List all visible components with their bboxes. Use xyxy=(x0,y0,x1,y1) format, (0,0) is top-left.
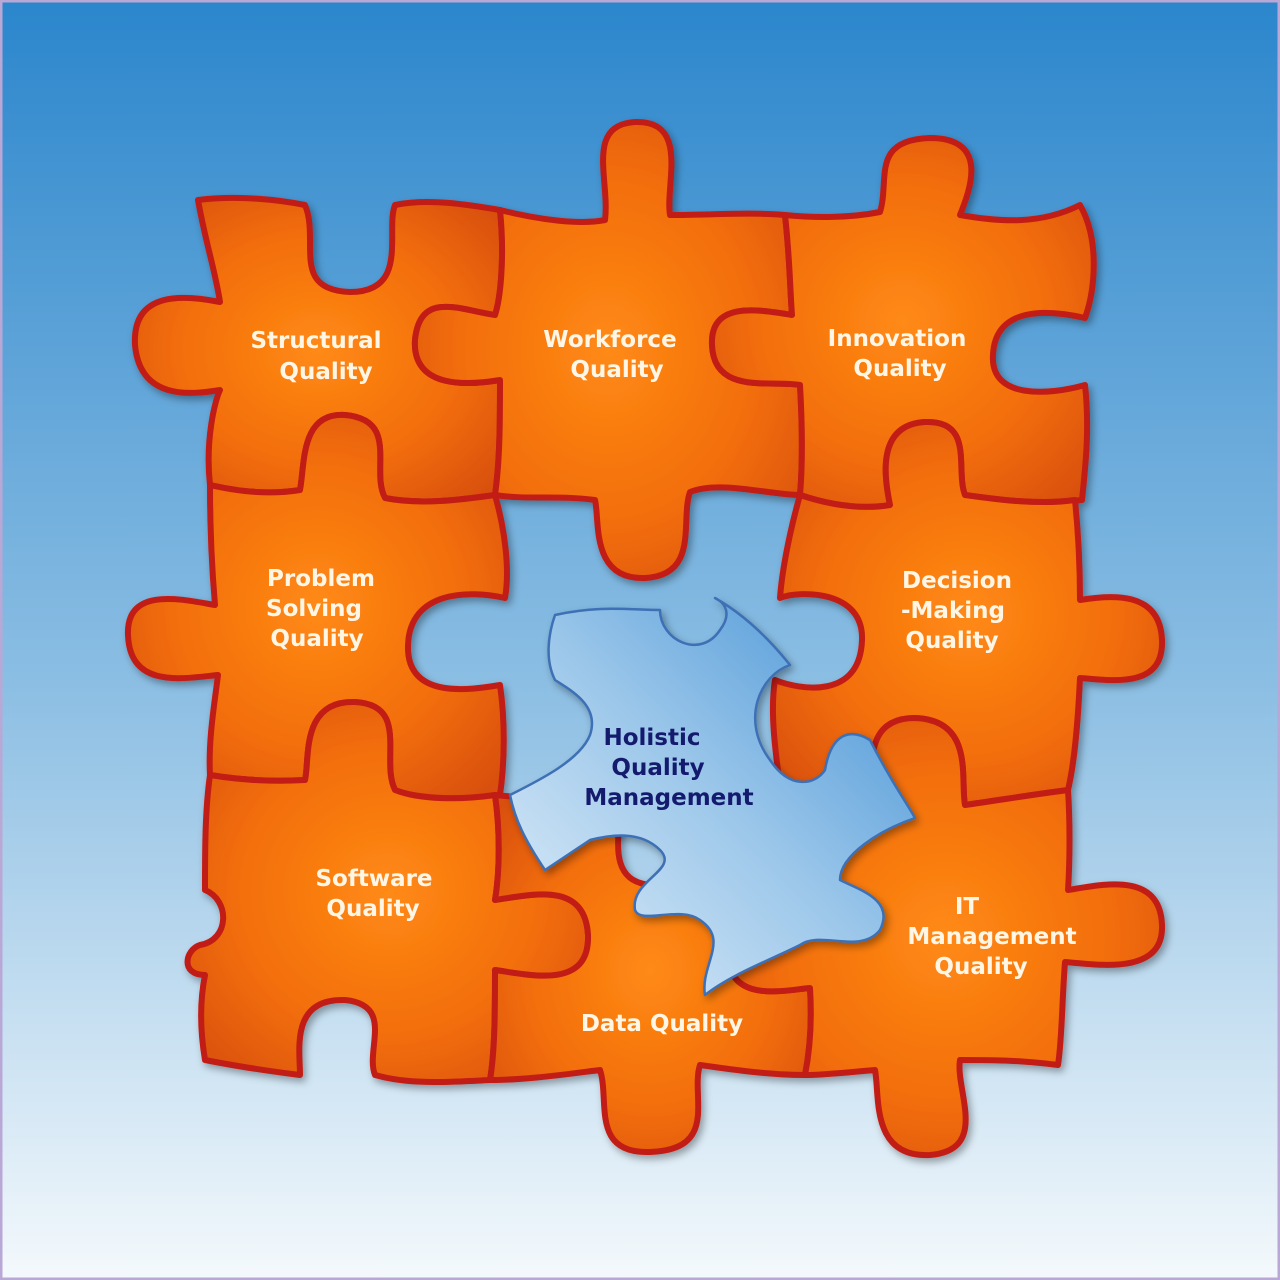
labels: Structural Quality Workforce Quality Inn… xyxy=(250,326,1084,1037)
label-line: Innovation xyxy=(828,326,967,352)
piece-holistic-center xyxy=(508,596,917,997)
label-line: Workforce xyxy=(543,327,676,353)
label-line: Software xyxy=(315,866,432,892)
label-line: Structural xyxy=(250,328,381,354)
label-line: Holistic xyxy=(603,725,700,751)
label-line: Quality xyxy=(279,359,372,385)
label-line: Quality xyxy=(853,356,946,382)
label-decision-making: Decision -Making Quality xyxy=(901,568,1020,654)
label-line: Quality xyxy=(570,357,663,383)
label-workforce: Workforce Quality xyxy=(543,327,684,383)
label-holistic-center: Holistic Quality Management xyxy=(584,725,753,811)
puzzle-pieces xyxy=(124,118,1166,1159)
label-line: Management xyxy=(907,924,1076,950)
label-structural: Structural Quality xyxy=(250,328,389,385)
label-line: Quality xyxy=(611,755,704,781)
label-innovation: Innovation Quality xyxy=(828,326,975,382)
piece-innovation xyxy=(708,135,1097,510)
label-it-management: IT Management Quality xyxy=(907,894,1084,980)
label-problem-solving: Problem Solving Quality xyxy=(266,566,383,652)
label-software: Software Quality xyxy=(315,866,440,922)
label-line: Problem xyxy=(267,566,375,592)
label-line: -Making xyxy=(901,598,1005,624)
label-line: Management xyxy=(584,785,753,811)
label-line: Data Quality xyxy=(581,1011,743,1037)
label-line: Quality xyxy=(270,626,363,652)
label-line: Quality xyxy=(934,954,1027,980)
label-line: Quality xyxy=(326,896,419,922)
label-line: IT xyxy=(955,894,980,920)
label-line: Solving xyxy=(266,596,362,622)
label-line: Quality xyxy=(905,628,998,654)
label-line: Decision xyxy=(902,568,1012,594)
label-data: Data Quality xyxy=(581,1011,743,1037)
